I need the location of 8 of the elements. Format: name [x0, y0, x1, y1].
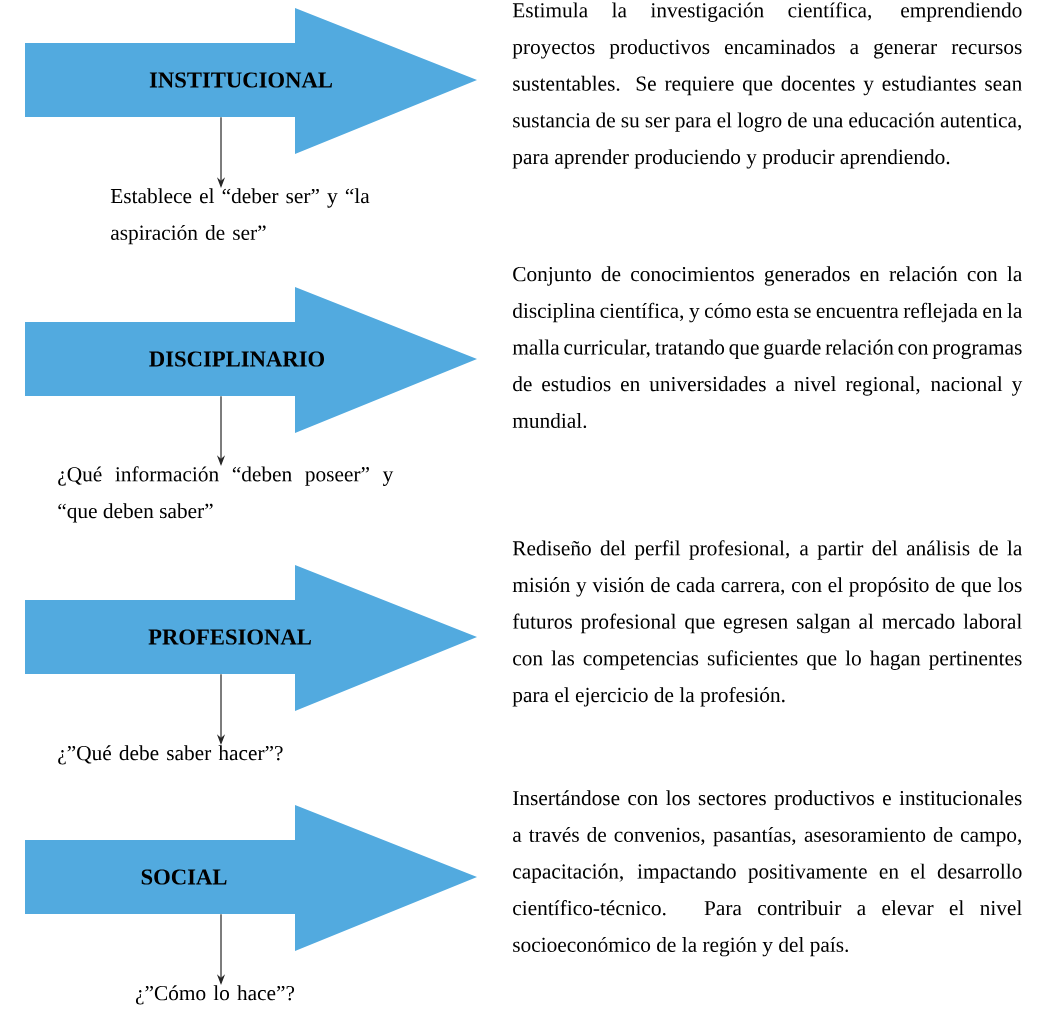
paragraph: Conjunto de conocimientos generados en relación con la disciplina científica, y cómo esta se encuentra reflejada en la malla curricular, tratando que guarde relación con programas de estudios en universidades a nivel regional, nacional y mundial.	[512, 266, 1023, 429]
paragraph: Estimula la investigación científica, emprendiendo proyectos productivos encaminados a generar recursos sustentables. Se requiere que docentes y estudiantes sean sustancia de su ser para el logro de una educación autentica, para aprender produciendo y producir aprendiendo.	[512, 2, 1022, 169]
answer-text: ¿Qué información “deben poseer” y “que deben saber”	[58, 466, 394, 523]
answer-text: ¿”Cómo lo hace”?	[135, 985, 295, 1005]
answer-text: Establece el “deber ser” y “la aspiración de ser”	[110, 188, 370, 245]
answer-text: ¿”Qué debe saber hacer”?	[58, 745, 283, 765]
paragraph: Rediseño del perfil profesional, a partir del análisis de la misión y visión de cada carrera, con el propósito de que los futuros profesional que egresen salgan al mercado laboral con las competencias suficientes que lo hagan pertinentes para el ejercicio de la profesión.	[512, 540, 1023, 707]
paragraph: Insertándose con los sectores productivos e institucionales a través de convenios, pasantías, asesoramiento de campo, capacitación, impactando positivamente en el desarrollo científico-técnico. Para contribuir a elevar el nivel socioeconómico de la región y del país.	[513, 790, 1022, 957]
